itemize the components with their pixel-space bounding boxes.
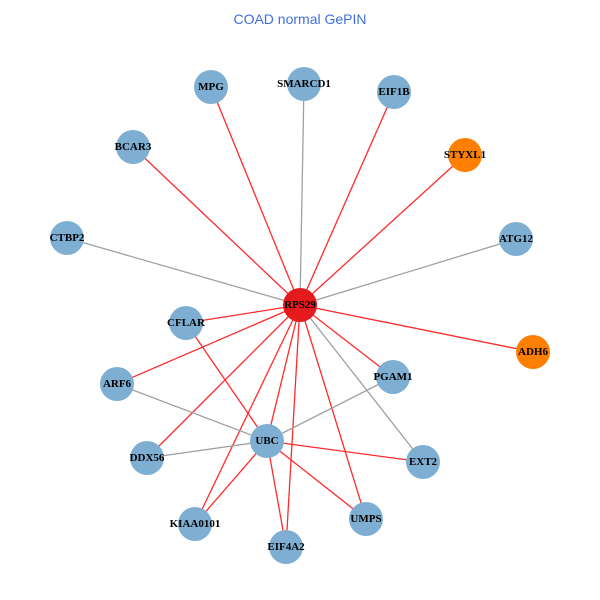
node-ddx56[interactable]: DDX56: [130, 441, 165, 475]
node-rps29[interactable]: RPS29: [283, 288, 317, 322]
edge-rps29-ctbp2: [66, 237, 301, 306]
node-label: KIAA0101: [170, 518, 221, 530]
node-label: STYXL1: [444, 149, 486, 161]
edge-ubc-cflar: [185, 322, 268, 442]
edge-rps29-cflar: [185, 304, 301, 324]
node-circle[interactable]: [130, 441, 164, 475]
edge-rps29-smarcd1: [299, 83, 305, 306]
node-circle[interactable]: [100, 367, 134, 401]
edge-ubc-pgam1: [266, 376, 394, 442]
edge-ubc-kiaa0101: [194, 440, 268, 525]
edge-ubc-arf6: [116, 383, 268, 442]
node-label: ARF6: [103, 378, 132, 390]
edge-ubc-eif4a2: [266, 440, 287, 548]
node-atg12[interactable]: ATG12: [499, 222, 534, 256]
node-circle[interactable]: [194, 70, 228, 104]
node-cflar[interactable]: CFLAR: [167, 306, 206, 340]
edge-ubc-ddx56: [146, 440, 268, 459]
node-pgam1[interactable]: PGAM1: [373, 360, 413, 394]
node-label: EIF4A2: [267, 541, 305, 553]
node-circle[interactable]: [169, 306, 203, 340]
edge-rps29-arf6: [116, 304, 301, 385]
node-smarcd1[interactable]: SMARCD1: [277, 67, 331, 101]
node-adh6[interactable]: ADH6: [516, 335, 550, 369]
node-circle[interactable]: [283, 288, 317, 322]
node-label: PGAM1: [373, 371, 412, 383]
edge-ubc-umps: [266, 440, 367, 520]
node-label: RPS29: [284, 299, 316, 311]
node-label: DDX56: [130, 452, 165, 464]
edge-rps29-mpg: [210, 86, 301, 306]
edge-rps29-kiaa0101: [194, 304, 301, 525]
edge-rps29-ext2: [299, 304, 424, 463]
node-label: EXT2: [409, 456, 438, 468]
edge-rps29-eif4a2: [285, 304, 301, 548]
node-circle[interactable]: [116, 130, 150, 164]
node-styxl1[interactable]: STYXL1: [444, 138, 486, 172]
edge-rps29-ubc: [266, 304, 301, 442]
node-ubc[interactable]: UBC: [250, 424, 284, 458]
node-circle[interactable]: [349, 502, 383, 536]
diagram-title: COAD normal GePIN: [233, 11, 367, 27]
node-circle[interactable]: [178, 507, 212, 541]
edge-ubc-ext2: [266, 440, 424, 463]
node-circle[interactable]: [269, 530, 303, 564]
edge-rps29-eif1b: [299, 91, 395, 306]
node-circle[interactable]: [376, 360, 410, 394]
edge-rps29-bcar3: [132, 146, 301, 306]
node-label: CTBP2: [50, 232, 85, 244]
node-label: UBC: [255, 435, 278, 447]
node-kiaa0101[interactable]: KIAA0101: [170, 507, 221, 541]
node-ext2[interactable]: EXT2: [406, 445, 440, 479]
node-label: BCAR3: [115, 141, 152, 153]
node-circle[interactable]: [516, 335, 550, 369]
edge-rps29-atg12: [299, 238, 517, 306]
node-circle[interactable]: [287, 67, 321, 101]
node-label: CFLAR: [167, 317, 206, 329]
node-circle[interactable]: [250, 424, 284, 458]
node-circle[interactable]: [377, 75, 411, 109]
node-label: SMARCD1: [277, 78, 331, 90]
node-label: MPG: [198, 81, 224, 93]
edge-rps29-umps: [299, 304, 367, 520]
node-circle[interactable]: [499, 222, 533, 256]
node-bcar3[interactable]: BCAR3: [115, 130, 152, 164]
node-label: ATG12: [499, 233, 534, 245]
node-eif4a2[interactable]: EIF4A2: [267, 530, 305, 564]
node-eif1b[interactable]: EIF1B: [377, 75, 411, 109]
node-ctbp2[interactable]: CTBP2: [50, 221, 85, 255]
node-label: UMPS: [350, 513, 381, 525]
node-mpg[interactable]: MPG: [194, 70, 228, 104]
edge-rps29-pgam1: [299, 304, 394, 378]
edge-rps29-adh6: [299, 304, 534, 353]
node-circle[interactable]: [50, 221, 84, 255]
node-arf6[interactable]: ARF6: [100, 367, 134, 401]
node-circle[interactable]: [406, 445, 440, 479]
node-circle[interactable]: [448, 138, 482, 172]
node-umps[interactable]: UMPS: [349, 502, 383, 536]
edge-rps29-styxl1: [299, 154, 466, 306]
node-label: EIF1B: [378, 86, 410, 98]
node-label: ADH6: [518, 346, 548, 358]
edge-rps29-ddx56: [146, 304, 301, 459]
